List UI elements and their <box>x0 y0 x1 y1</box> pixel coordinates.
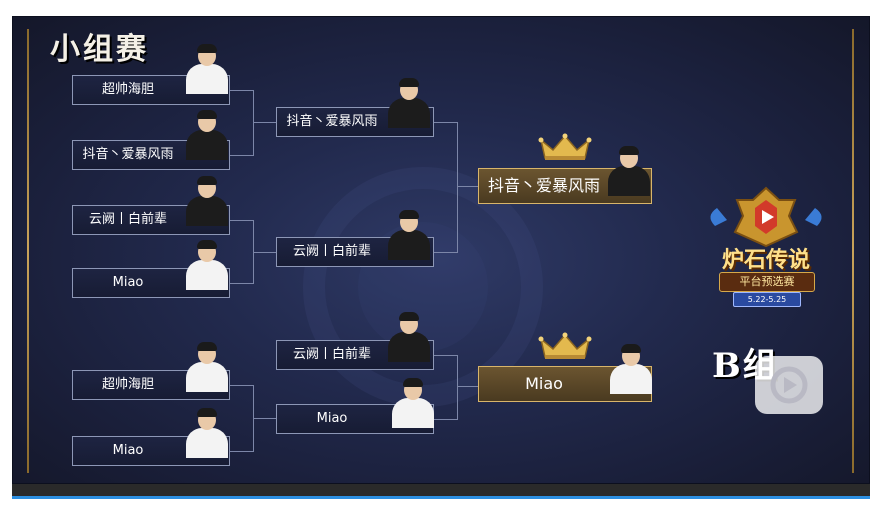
logo-main-text: 炉石传说 <box>721 247 810 273</box>
hearthstone-logo-icon: 炉石传说 平台预选赛 5.22-5.25 <box>705 186 827 316</box>
bracket-connector <box>434 355 458 420</box>
bracket-connector <box>230 90 254 156</box>
player-name: 云阙丨白前辈 <box>292 347 371 362</box>
video-progress-bar[interactable] <box>12 496 870 499</box>
player-name: Miao <box>112 443 144 458</box>
player-name: 抖音丶爱暴风雨 <box>82 147 174 162</box>
player-avatar <box>186 342 228 392</box>
bracket-connector <box>230 220 254 284</box>
bracket-connector <box>434 122 458 253</box>
player-avatar <box>388 78 430 128</box>
player-avatar <box>388 210 430 260</box>
player-avatar <box>186 44 228 94</box>
left-gold-border <box>27 29 29 473</box>
crown-icon <box>538 133 592 160</box>
bracket-connector <box>254 418 276 419</box>
player-avatar <box>388 312 430 362</box>
player-avatar <box>186 110 228 160</box>
player-name: Miao <box>112 275 144 290</box>
page-title: 小组赛 <box>50 32 149 67</box>
player-name: 超帅海胆 <box>101 377 154 392</box>
player-name: 抖音丶爱暴风雨 <box>286 114 378 129</box>
player-name: 超帅海胆 <box>101 82 154 97</box>
play-icon <box>770 366 808 404</box>
player-name: Miao <box>316 411 348 426</box>
bracket-connector <box>458 386 478 387</box>
player-avatar <box>186 408 228 458</box>
player-name: 云阙丨白前辈 <box>292 244 371 259</box>
winner-name: Miao <box>525 374 563 393</box>
winner-name: 抖音丶爱暴风雨 <box>487 176 600 195</box>
bracket-connector <box>254 122 276 123</box>
bracket-connector <box>458 186 478 187</box>
bracket-connector <box>230 385 254 452</box>
logo-date-text: 5.22-5.25 <box>733 292 801 307</box>
bracket-connector <box>254 252 276 253</box>
player-avatar <box>186 176 228 226</box>
video-control-bar <box>12 484 870 496</box>
round2-slot-1: 抖音丶爱暴风雨 <box>276 107 434 137</box>
player-name: 云阙丨白前辈 <box>88 212 167 227</box>
player-avatar <box>186 240 228 290</box>
logo-sub-text: 平台预选赛 <box>719 272 815 292</box>
winner-avatar <box>608 146 650 196</box>
player-avatar <box>392 378 434 428</box>
winner-avatar <box>610 344 652 394</box>
crown-icon <box>538 332 592 359</box>
play-button[interactable] <box>755 356 823 414</box>
right-gold-border <box>852 29 854 473</box>
